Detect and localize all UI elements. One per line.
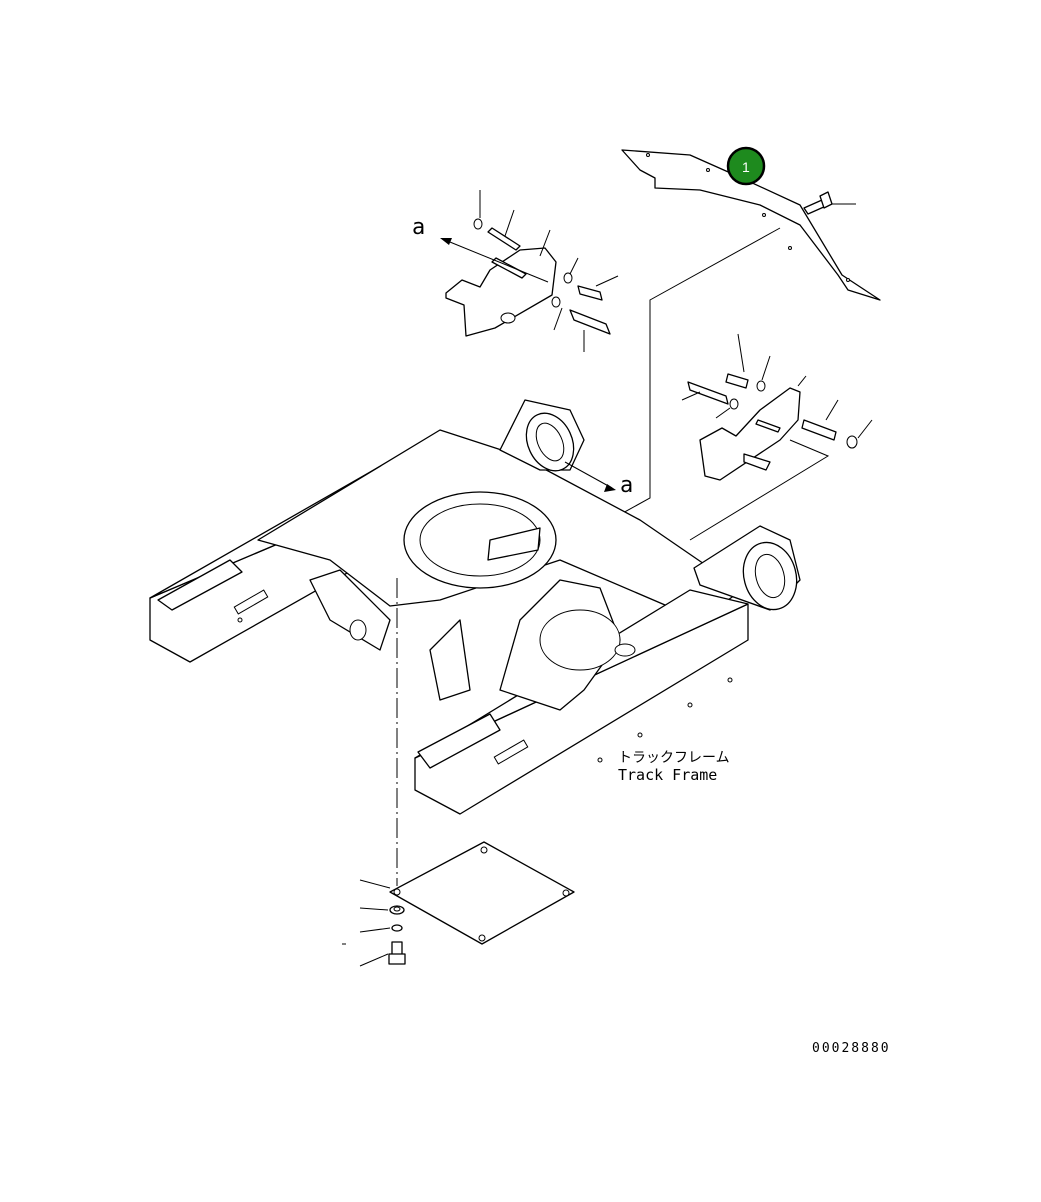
part-name-japanese: トラックフレーム bbox=[618, 750, 730, 766]
left-bracket-assembly bbox=[445, 190, 619, 352]
bottom-cover-plate[interactable] bbox=[389, 841, 575, 945]
callout-number: 1 bbox=[742, 159, 750, 175]
bottom-fasteners bbox=[342, 879, 406, 967]
view-arrow-a-top bbox=[440, 238, 549, 283]
drawing-number: 00028880 bbox=[812, 1041, 891, 1056]
leader-line bbox=[609, 227, 781, 521]
guard-cover-plate[interactable] bbox=[621, 149, 881, 301]
right-bracket-assembly bbox=[681, 333, 873, 541]
part-name-english: Track Frame bbox=[618, 766, 717, 784]
view-label-a-top: a bbox=[412, 215, 425, 240]
part-callout-1[interactable]: 1 bbox=[726, 146, 766, 186]
track-frame-body[interactable] bbox=[149, 399, 804, 815]
cover-bolt bbox=[803, 191, 856, 215]
view-arrow-a-frame bbox=[564, 461, 616, 492]
view-label-a-frame: a bbox=[620, 473, 633, 498]
